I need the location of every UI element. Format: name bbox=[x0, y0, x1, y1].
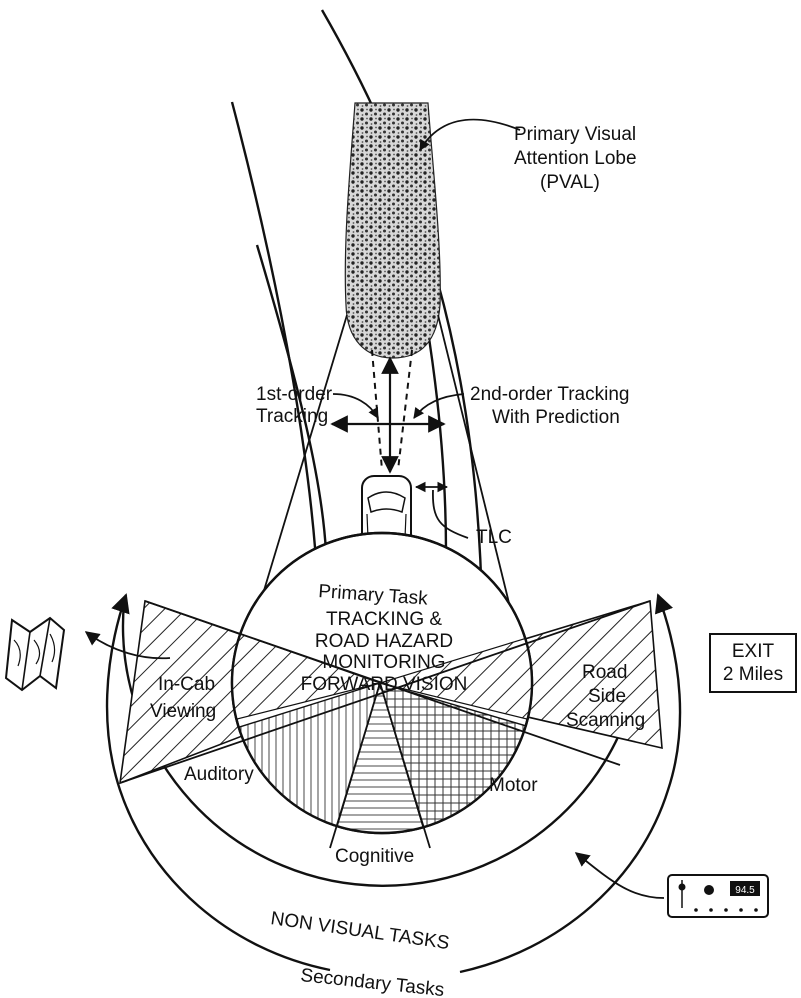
in-cab-label-line1: In-Cab bbox=[158, 674, 215, 695]
tlc-label: TLC bbox=[476, 527, 512, 548]
first-order-leader bbox=[333, 394, 378, 418]
pval-leader bbox=[420, 120, 520, 150]
in-cab-label-line2: Viewing bbox=[150, 701, 216, 722]
second-order-label-line2: With Prediction bbox=[492, 407, 620, 428]
exit-sign-line1: EXIT bbox=[732, 641, 775, 662]
dashed-sight-line-right bbox=[398, 350, 412, 470]
tlc-leader bbox=[433, 490, 468, 538]
dashed-sight-line-left bbox=[372, 350, 382, 470]
radio-icon: 94.5 bbox=[668, 875, 768, 917]
exit-sign-line2: 2 Miles bbox=[723, 664, 783, 685]
road-side-label-line1: Road bbox=[582, 662, 627, 683]
center-label-line1: TRACKING & bbox=[326, 609, 442, 630]
road-side-label-line2: Side bbox=[588, 686, 626, 707]
cognitive-label: Cognitive bbox=[335, 846, 414, 867]
pval-label-line1: Primary Visual bbox=[514, 124, 636, 145]
exit-sign-icon: EXIT 2 Miles bbox=[710, 634, 796, 692]
first-order-label-line1: 1st-order bbox=[256, 384, 333, 405]
radio-display: 94.5 bbox=[735, 885, 755, 896]
motor-label: Motor bbox=[489, 775, 538, 796]
road-side-label-line3: Scanning bbox=[566, 710, 645, 731]
map-icon bbox=[6, 618, 64, 690]
center-label-line2: ROAD HAZARD bbox=[315, 631, 453, 652]
first-order-label-line2: Tracking bbox=[256, 406, 328, 427]
non-visual-tasks-label: NON VISUAL TASKS bbox=[269, 908, 450, 954]
second-order-label-line1: 2nd-order Tracking bbox=[470, 384, 629, 405]
pval-label-line2: Attention Lobe bbox=[514, 148, 637, 169]
road-left-outer-edge bbox=[232, 102, 318, 592]
auditory-label: Auditory bbox=[184, 764, 254, 785]
center-label-line4: FORWARD VISION bbox=[301, 674, 468, 695]
center-label-line3: MONITORING bbox=[322, 652, 445, 673]
secondary-tasks-label: Secondary Tasks bbox=[299, 965, 445, 998]
pval-label-line3: (PVAL) bbox=[540, 172, 600, 193]
